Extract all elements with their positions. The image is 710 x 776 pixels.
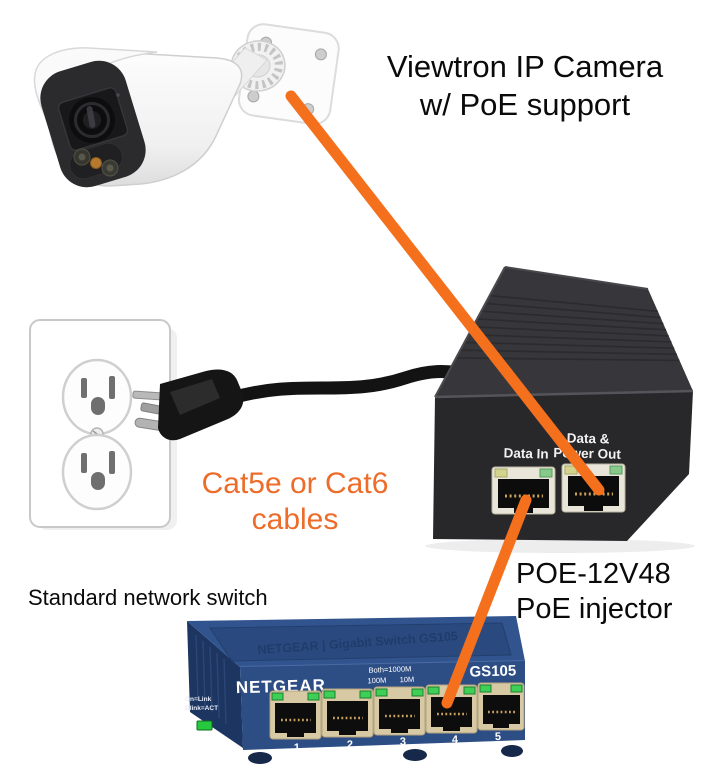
camera-title-line2: w/ PoE support bbox=[419, 87, 631, 122]
outlet-ground-hole bbox=[91, 397, 105, 415]
port-led bbox=[271, 692, 284, 701]
port-notch bbox=[584, 504, 603, 511]
cable-injector-to-switch bbox=[441, 494, 532, 709]
port-led bbox=[323, 690, 336, 699]
switch-led-legend-line2: Blink=ACT bbox=[185, 705, 218, 712]
switch-power-led bbox=[196, 720, 213, 731]
switch-foot bbox=[403, 749, 427, 761]
port-led-green bbox=[609, 465, 623, 475]
camera-warm-led bbox=[90, 157, 102, 169]
port-led-yellow bbox=[494, 468, 508, 478]
switch-power-label: Power bbox=[188, 735, 214, 745]
knuckle-ribs bbox=[233, 42, 283, 90]
camera-ir-led-core bbox=[106, 164, 114, 172]
port-led-green bbox=[539, 468, 553, 478]
port-led bbox=[463, 686, 476, 695]
switch-port-number-4: 4 bbox=[452, 734, 459, 746]
lens-ring bbox=[74, 102, 110, 138]
camera-mic-hole bbox=[116, 93, 120, 97]
switch-port-3 bbox=[373, 686, 426, 736]
port-notch bbox=[391, 727, 408, 733]
port-notch bbox=[493, 722, 509, 728]
switch-port-number-3: 3 bbox=[400, 736, 407, 748]
wall-outlet-illustration bbox=[29, 319, 177, 530]
port-led bbox=[479, 684, 492, 693]
injector-caption-line2: PoE injector bbox=[516, 593, 673, 625]
port-led bbox=[375, 688, 388, 697]
switch-port-number-1: 1 bbox=[294, 742, 301, 754]
switch-port-2 bbox=[321, 688, 374, 738]
switch-top-recess bbox=[209, 622, 512, 662]
port-led bbox=[510, 684, 523, 693]
injector-port-data-in bbox=[491, 466, 556, 515]
injector-port-in-label: Data In bbox=[503, 445, 548, 461]
injector-bevel bbox=[434, 389, 694, 399]
ip-camera-illustration bbox=[33, 23, 340, 188]
injector-port-out-label-line1: Data & bbox=[567, 430, 610, 446]
port-opening bbox=[327, 701, 368, 731]
switch-led-legend-line1: On=Link bbox=[185, 696, 212, 703]
injector-edge-highlight bbox=[504, 266, 649, 290]
switch-port-number-5: 5 bbox=[495, 731, 502, 743]
switch-speed-legend-100m: 100M bbox=[367, 676, 386, 686]
port-led bbox=[411, 688, 424, 697]
cable-camera-to-injector bbox=[285, 90, 605, 496]
camera-title: Viewtron IP Camera w/ PoE support bbox=[355, 48, 695, 124]
plug-body-ridge bbox=[170, 379, 220, 415]
switch-port-5 bbox=[477, 682, 525, 731]
injector-shadow bbox=[425, 539, 695, 553]
switch-left-vents bbox=[195, 634, 227, 725]
network-switch-illustration: NETGEAR | Gigabit Switch GS105 NETGEAR G… bbox=[185, 616, 526, 764]
outlet-slot bbox=[81, 453, 87, 473]
camera-title-line1: Viewtron IP Camera bbox=[386, 49, 664, 84]
port-opening bbox=[379, 699, 420, 729]
switch-model-label: GS105 bbox=[469, 662, 516, 680]
switch-foot bbox=[248, 752, 272, 764]
cable-type-label: Cat5e or Cat6 cables bbox=[160, 466, 430, 538]
outlet-slot bbox=[109, 376, 115, 399]
injector-caption-line1: POE-12V48 bbox=[516, 558, 671, 590]
cable-type-label-line2: cables bbox=[251, 503, 339, 536]
port-notch bbox=[339, 729, 356, 735]
lens-highlight bbox=[86, 106, 96, 128]
port-opening bbox=[275, 703, 316, 733]
switch-caption: Standard network switch bbox=[28, 585, 268, 610]
switch-speed-legend-both: Both=1000M bbox=[368, 664, 411, 674]
switch-left-face bbox=[187, 621, 243, 748]
switch-foot bbox=[501, 745, 523, 757]
switch-port-number-2: 2 bbox=[347, 739, 354, 751]
port-opening bbox=[483, 695, 520, 724]
outlet-slot bbox=[109, 451, 115, 474]
outlet-slot bbox=[81, 378, 87, 398]
switch-port-1 bbox=[269, 690, 322, 740]
port-led bbox=[359, 690, 372, 699]
port-notch bbox=[443, 725, 460, 731]
outlet-ground-hole bbox=[91, 472, 105, 490]
switch-speed-legend-10m: 10M bbox=[399, 675, 414, 685]
port-led bbox=[427, 686, 440, 695]
camera-ir-led-core bbox=[78, 153, 86, 161]
port-led bbox=[307, 692, 320, 701]
cable-type-label-line1: Cat5e or Cat6 bbox=[201, 467, 389, 500]
injector-caption: POE-12V48 PoE injector bbox=[516, 557, 710, 627]
power-plug-illustration bbox=[132, 369, 244, 441]
port-notch bbox=[287, 731, 304, 737]
mount-screw bbox=[314, 48, 327, 61]
